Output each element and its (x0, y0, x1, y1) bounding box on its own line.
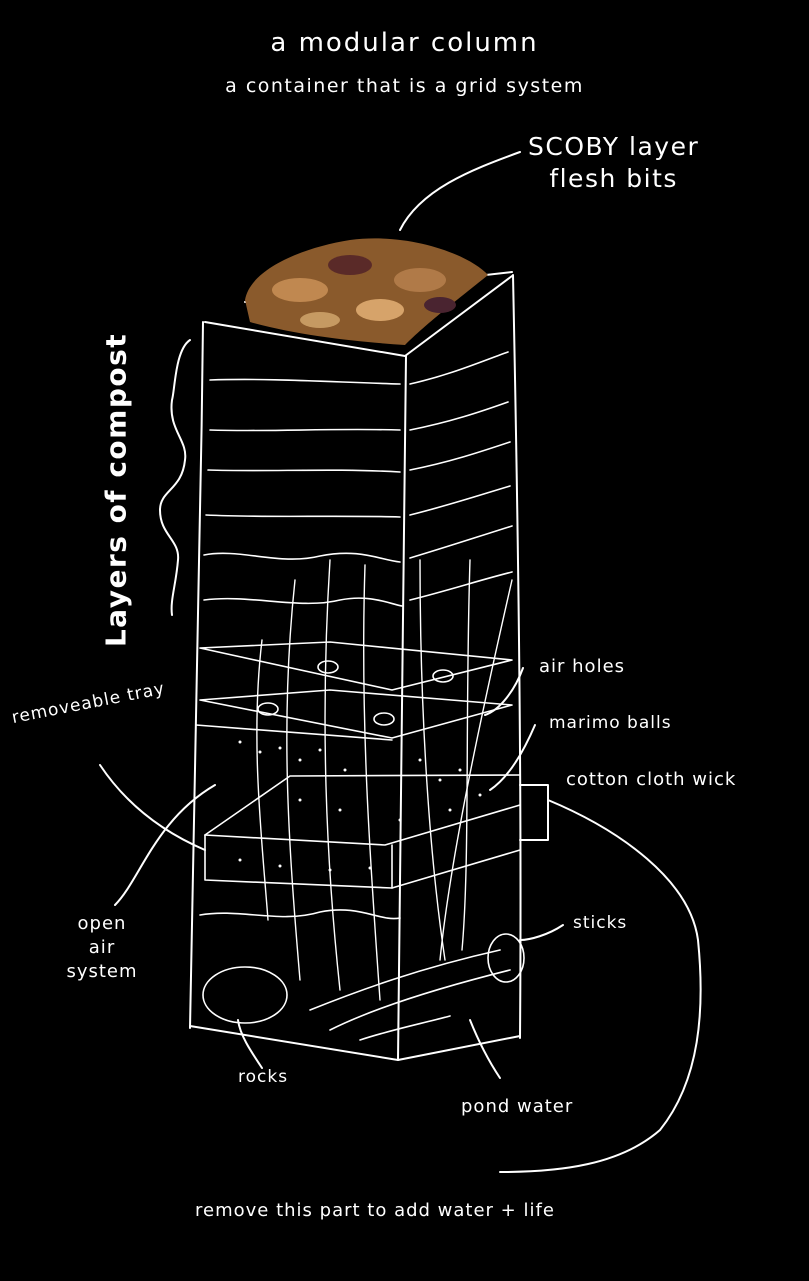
pond-label: pond water (461, 1096, 573, 1117)
scoby-label-line1: SCOBY layer (528, 131, 699, 163)
open-air-label-line1: open (62, 912, 142, 936)
column-back-right-edge (513, 275, 521, 1038)
page-subtitle: a container that is a grid system (0, 75, 809, 97)
wick-bracket (520, 785, 548, 840)
marimo-pointer (490, 725, 535, 790)
marimo-ball-shape (488, 934, 524, 982)
tray-pointer (100, 765, 205, 850)
open-air-pointer (115, 785, 215, 905)
wick-label: cotton cloth wick (566, 769, 736, 790)
marimo-label: marimo balls (549, 713, 672, 733)
column-front-right-edge (398, 356, 406, 1060)
compost-layers (204, 352, 512, 606)
scoby-texture (245, 238, 488, 345)
open-air-label: open air system (62, 912, 142, 984)
scoby-label: SCOBY layer flesh bits (528, 131, 699, 195)
rocks-label: rocks (238, 1067, 288, 1087)
footer-label: remove this part to add water + life (195, 1200, 555, 1221)
sticks-label: sticks (573, 913, 627, 933)
open-air-label-line2: air (62, 936, 142, 960)
open-air-label-line3: system (62, 960, 142, 984)
air-holes-label: air holes (539, 656, 625, 677)
column-front-left-edge (190, 322, 203, 1028)
column-bottom-front (190, 1026, 398, 1060)
rock-shape (203, 967, 287, 1023)
compost-brace (160, 340, 190, 615)
scoby-label-line2: flesh bits (528, 163, 699, 195)
bottom-contents (200, 910, 524, 1040)
removeable-tray (205, 775, 520, 888)
page-title: a modular column (0, 28, 809, 58)
column-bottom-side (398, 1036, 520, 1060)
compost-label: Layers of compost (100, 333, 133, 647)
rocks-pointer (238, 1020, 262, 1068)
air-dots (239, 741, 482, 872)
pond-pointer (470, 1020, 500, 1078)
sticks-pointer (520, 925, 563, 940)
scoby-pointer (400, 152, 520, 230)
air-hole-tray (196, 642, 512, 740)
wick-strands (257, 560, 512, 1000)
